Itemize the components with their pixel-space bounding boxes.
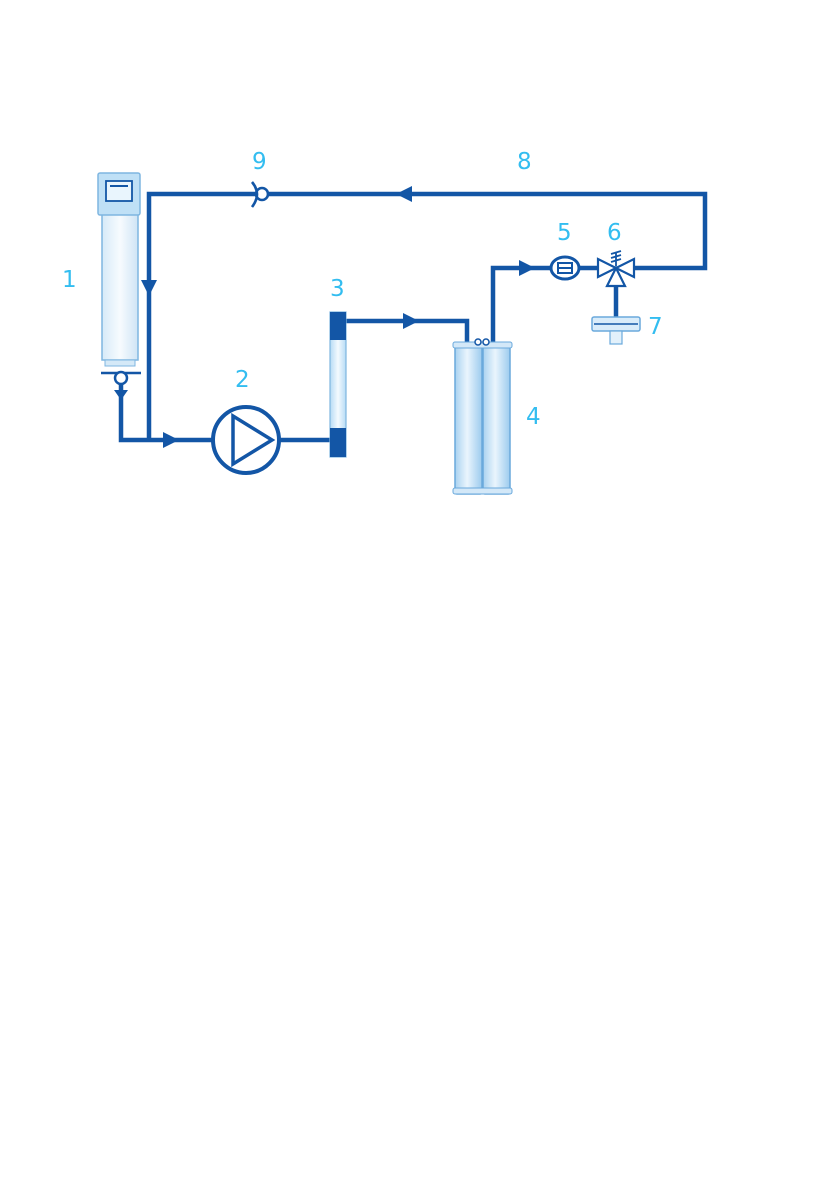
arrow-right-icon (403, 313, 419, 329)
tank-base (105, 360, 135, 366)
purification-cartridges (453, 339, 512, 494)
uv-lamp (330, 312, 346, 457)
uv-lamp-top-cap (330, 312, 346, 340)
cartridge-right (483, 344, 510, 494)
label-3: 3 (330, 276, 345, 302)
label-7: 7 (648, 314, 663, 340)
label-6: 6 (607, 220, 622, 246)
arrow-right-icon (519, 260, 535, 276)
arrow-down-icon (141, 280, 157, 296)
arrow-right-icon (163, 432, 179, 448)
tank-body (102, 214, 138, 360)
arrow-down-icon (114, 390, 128, 400)
label-4: 4 (526, 404, 541, 430)
valve-actuator-spring-icon (611, 251, 621, 266)
cartridge-left (455, 344, 482, 494)
filter-outlet (610, 331, 622, 344)
pump (213, 407, 279, 473)
cartridge-to-sensor-pipe (493, 268, 551, 344)
arrow-left-icon (396, 186, 412, 202)
label-1: 1 (62, 267, 77, 293)
tank-outlet-pipe (121, 380, 214, 440)
tank-window-icon (106, 181, 132, 201)
resistivity-sensor (551, 257, 579, 279)
uv-lamp-bottom-cap (330, 428, 346, 457)
storage-tank (98, 173, 141, 384)
three-way-valve (598, 251, 634, 286)
final-filter (592, 317, 640, 344)
label-5: 5 (557, 220, 572, 246)
label-2: 2 (235, 367, 250, 393)
label-9: 9 (252, 149, 267, 175)
label-8: 8 (517, 149, 532, 175)
